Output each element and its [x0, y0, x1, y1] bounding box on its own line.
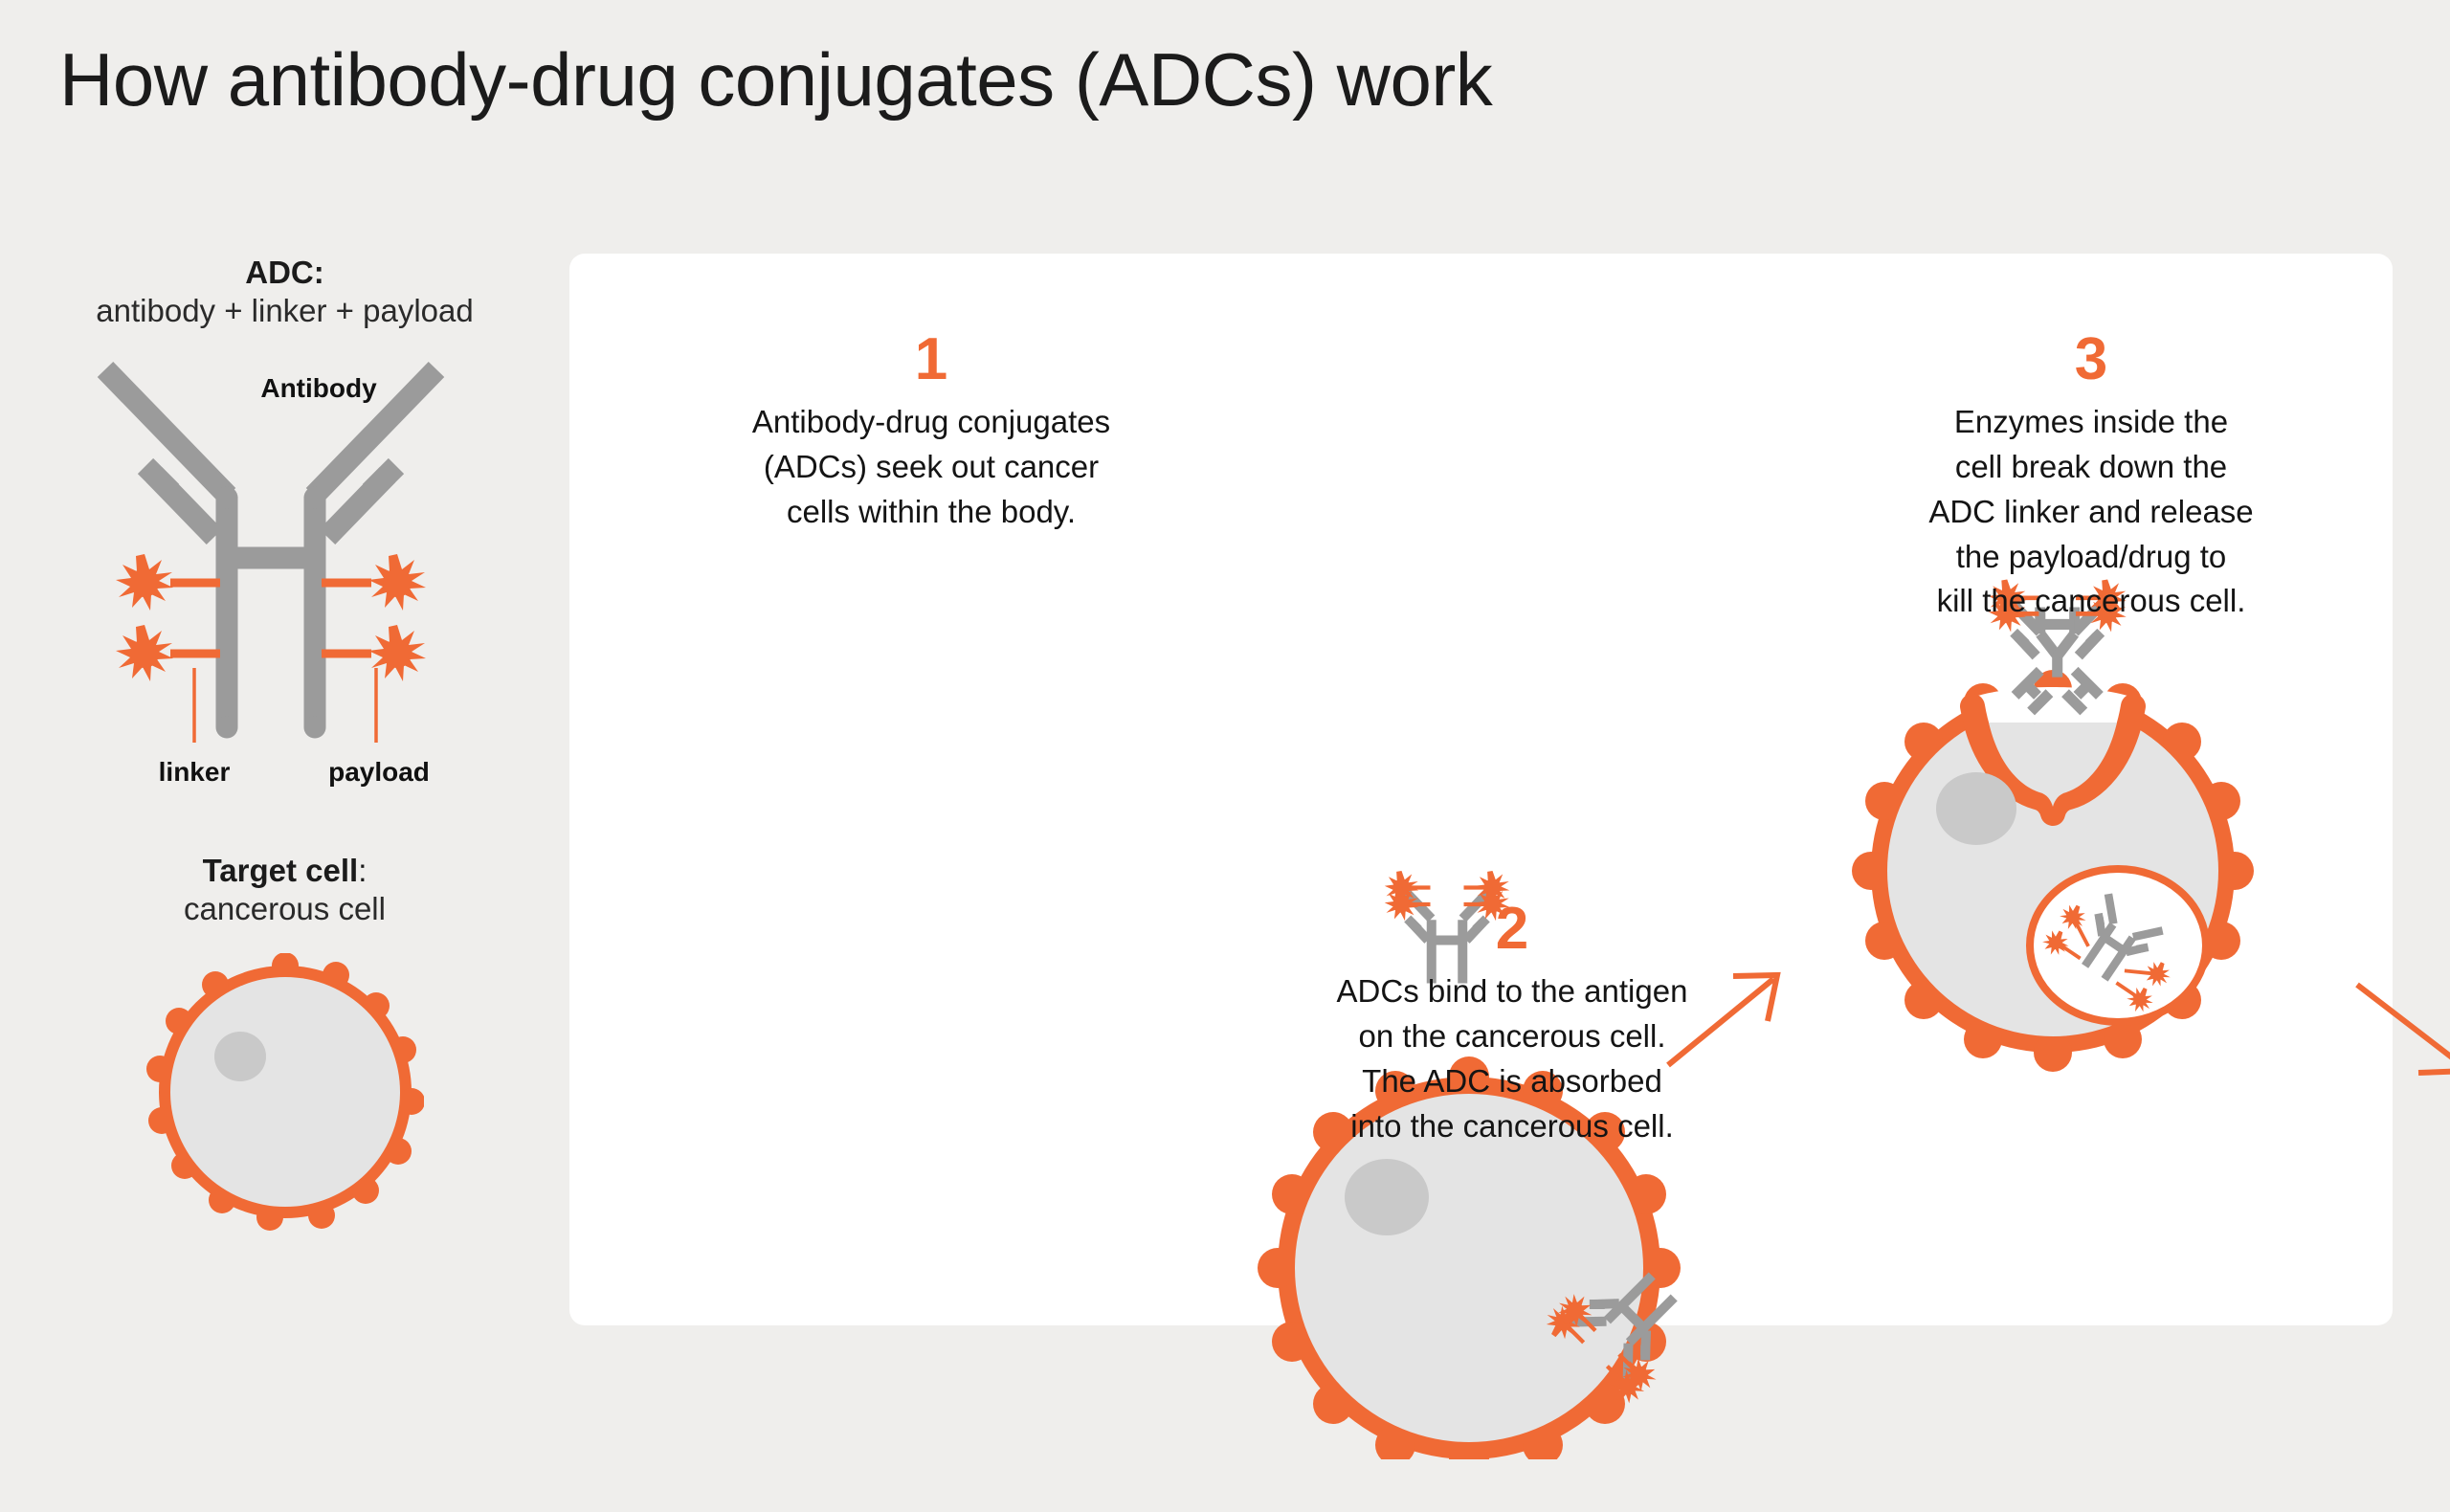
cell-invagination-fill: [1989, 723, 2117, 807]
cell-nucleus: [1345, 1159, 1429, 1235]
legend-adc-heading-text: ADC:: [245, 255, 324, 290]
cancer-cell-step2: [1852, 670, 2254, 1072]
linker-label: linker: [158, 757, 230, 787]
legend-target-cell: Target cell: cancerous cell: [0, 852, 569, 1231]
step-3-illustration: [2417, 967, 2450, 1512]
step-1-number: 1: [914, 326, 948, 392]
legend-column: ADC: antibody + linker + payload Antibod…: [0, 254, 569, 1231]
arrow-step1-to-step2: [1666, 971, 1781, 1068]
legend-target-cell-heading: Target cell:: [0, 852, 569, 890]
step-2-text: ADCs bind to the antigen on the cancerou…: [1336, 973, 1688, 1144]
adc-linkers-and-payloads: [115, 553, 426, 681]
cell-nucleus: [1936, 772, 2016, 845]
step-2-illustration: [1852, 579, 2254, 1072]
antibody-joints: [215, 486, 325, 738]
legend-adc-subtitle: antibody + linker + payload: [96, 293, 474, 329]
legend-adc-heading: ADC:: [0, 254, 569, 292]
cell-membrane: [145, 953, 424, 1231]
cell-cytoplasm: [169, 977, 400, 1207]
cell-invagination-membrane: [1960, 694, 2146, 826]
page-title: How antibody-drug conjugates (ADCs) work: [59, 37, 1493, 122]
legend-target-cell-subtitle: cancerous cell: [184, 890, 386, 926]
process-panel: 1 Antibody-drug conjugates (ADCs) seek o…: [569, 254, 2450, 1459]
step-3-text: Enzymes inside the cell break down the A…: [1928, 404, 2254, 619]
legend-target-cell-heading-suffix: :: [358, 852, 368, 888]
vesicle-step2: [2026, 865, 2210, 1026]
arrow-step2-to-step3: [2355, 982, 2450, 1076]
legend-adc: ADC: antibody + linker + payload Antibod…: [0, 254, 569, 792]
antibody-shape: [97, 361, 444, 727]
cell-nucleus: [213, 1032, 266, 1081]
step-1-text: Antibody-drug conjugates (ADCs) seek out…: [751, 404, 1111, 529]
target-cell-diagram: [145, 953, 424, 1231]
adc-diagram: Antibody: [97, 361, 444, 787]
step-3-number: 3: [2074, 326, 2108, 392]
adc-binding: [1988, 579, 2127, 716]
step-2-number: 2: [1495, 896, 1529, 962]
antibody-label: Antibody: [260, 373, 377, 403]
payload-label: payload: [328, 757, 430, 787]
legend-target-cell-heading-text: Target cell: [202, 852, 359, 888]
